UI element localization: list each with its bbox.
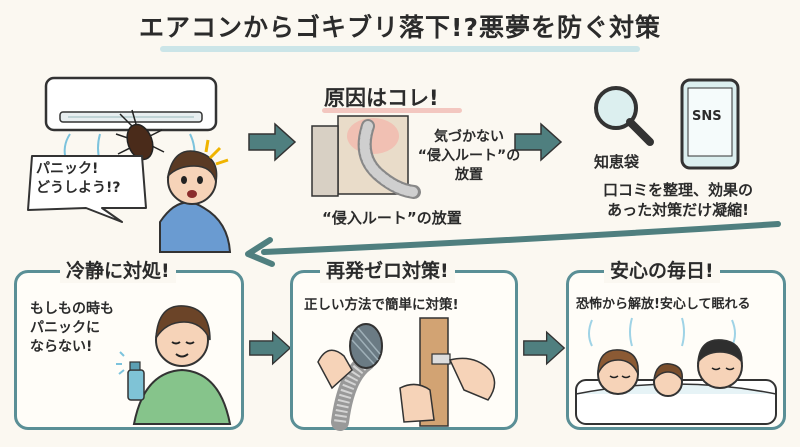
aircon-illustration <box>44 76 232 253</box>
title-underline <box>160 46 640 52</box>
chiebukuro-tag: 知恵袋 <box>594 153 640 171</box>
cause-note: 気づかない “侵入ルート”の 放置 <box>417 129 521 183</box>
curved-arrow-icon <box>245 221 781 267</box>
arrow-right-icon <box>514 122 563 162</box>
wall-hose-illustration <box>311 115 421 199</box>
family-sleeping-illustration <box>575 317 777 425</box>
arrow-right-icon <box>249 330 292 366</box>
smartphone-icon <box>680 78 740 170</box>
magnifier-icon <box>594 86 654 146</box>
page-title: エアコンからゴキブリ落下!?悪夢を防ぐ対策 <box>139 13 661 42</box>
hose-cap-illustration <box>317 317 496 431</box>
cause-caption: “侵入ルート”の放置 <box>322 209 462 227</box>
cockroach-icon <box>115 109 165 161</box>
prevent-text: 正しい方法で簡単に対策! <box>304 297 459 313</box>
calm-title: 冷静に対処! <box>60 256 176 283</box>
cause-title-underline <box>322 108 462 113</box>
panic-speech-text: パニック! どうしよう!? <box>36 161 121 196</box>
sns-label: SNS <box>692 109 722 124</box>
spray-bottle-icon <box>116 351 145 401</box>
panicked-woman-icon <box>159 139 232 253</box>
arrow-right-icon <box>248 122 297 162</box>
research-caption: 口コミを整理、効果の あった対策だけ凝縮! <box>602 181 753 220</box>
speech-bubble <box>27 155 147 223</box>
peace-title: 安心の毎日! <box>604 256 720 283</box>
calm-text: もしもの時も パニックに ならない! <box>30 301 114 355</box>
arrow-right-icon <box>523 330 566 366</box>
woman-spray-illustration <box>116 305 232 425</box>
cause-title: 原因はコレ! <box>324 86 439 110</box>
prevent-title: 再発ゼロ対策! <box>320 256 455 283</box>
peace-text: 恐怖から解放!安心して眠れる <box>576 297 751 312</box>
